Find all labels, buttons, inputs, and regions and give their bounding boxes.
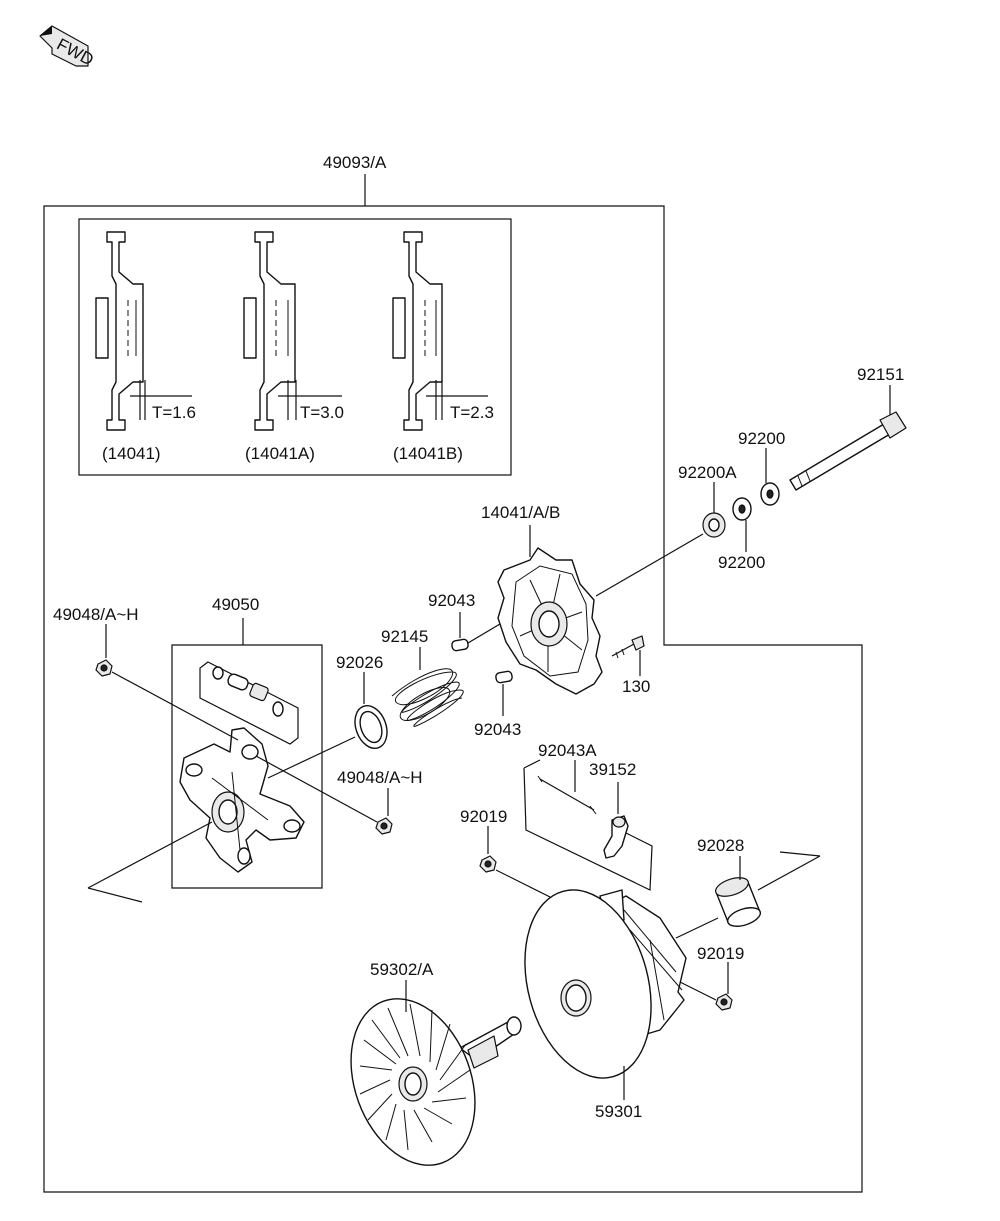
label-pin-long: 92043A xyxy=(538,741,597,760)
label-washer-top: 92200 xyxy=(738,429,785,448)
label-assembly: 49093/A xyxy=(323,153,387,172)
label-nut-left: 49048/A~H xyxy=(53,605,139,624)
spider-49050 xyxy=(179,727,305,873)
label-movable-sheave: 59301 xyxy=(595,1102,642,1121)
bushing-92028 xyxy=(715,877,762,927)
movable-sheave-59301 xyxy=(524,889,687,1079)
pin-92043-upper xyxy=(451,638,469,652)
label-screw: 130 xyxy=(622,677,650,696)
label-pin-lower: 92043 xyxy=(474,720,521,739)
fixed-sheave-59302 xyxy=(350,998,522,1166)
weight-39152 xyxy=(603,815,629,859)
label-spider: 49050 xyxy=(212,595,259,614)
shim-1-thickness: T=1.6 xyxy=(152,403,196,422)
shim-2-part: (14041A) xyxy=(245,444,315,463)
spider-group-box xyxy=(171,644,323,889)
nut-49048-left xyxy=(95,659,113,677)
label-oring: 92026 xyxy=(336,653,383,672)
shim-drawing-2 xyxy=(243,231,342,431)
label-washer-a: 92200A xyxy=(678,463,737,482)
label-weight: 39152 xyxy=(589,760,636,779)
label-nut-92019-left: 92019 xyxy=(460,807,507,826)
shim-3-part: (14041B) xyxy=(393,444,463,463)
washer-92200-top xyxy=(760,482,780,506)
bolt-92151 xyxy=(789,411,907,491)
shim-1-part: (14041) xyxy=(102,444,161,463)
label-nut-92019-right: 92019 xyxy=(697,944,744,963)
pin-92043-lower xyxy=(495,670,513,684)
assembly-boundary xyxy=(43,205,863,1193)
cover-14041 xyxy=(497,547,603,695)
shim-2-thickness: T=3.0 xyxy=(300,403,344,422)
roller-kit xyxy=(212,666,284,717)
oring-92026 xyxy=(354,704,388,750)
pin-92043a xyxy=(537,775,597,815)
shim-drawing-3 xyxy=(392,231,488,431)
nut-49048-right xyxy=(375,817,393,835)
shim-3-thickness: T=2.3 xyxy=(450,403,494,422)
washer-92200a xyxy=(702,512,726,538)
label-bushing: 92028 xyxy=(697,836,744,855)
label-fixed-sheave: 59302/A xyxy=(370,960,434,979)
label-bolt: 92151 xyxy=(857,365,904,384)
fwd-arrow-icon: FWD xyxy=(39,25,97,70)
nut-92019-right xyxy=(715,993,733,1011)
nut-92019-left xyxy=(479,855,497,873)
label-spring: 92145 xyxy=(381,627,428,646)
label-washer-bottom: 92200 xyxy=(718,553,765,572)
spring-92145 xyxy=(391,668,464,727)
label-pin-upper: 92043 xyxy=(428,591,475,610)
label-cover: 14041/A/B xyxy=(481,503,560,522)
shim-detail-box xyxy=(78,218,512,476)
shim-drawing-1 xyxy=(95,231,192,431)
washer-92200-bottom xyxy=(732,497,752,521)
label-nut-right: 49048/A~H xyxy=(337,768,423,787)
screw-130 xyxy=(611,635,645,659)
